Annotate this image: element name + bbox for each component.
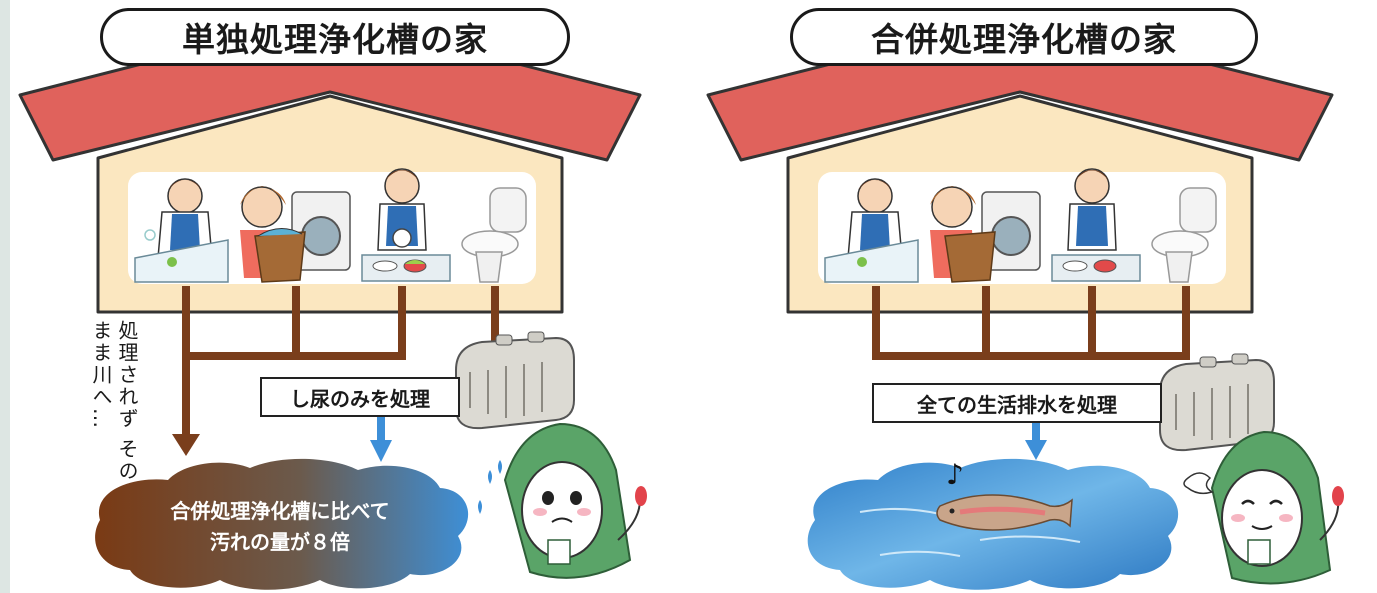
person-laundry <box>240 186 351 283</box>
right-house-title: 合併処理浄化槽の家 <box>790 8 1258 66</box>
right-process-label: 全ての生活排水を処理 <box>872 383 1162 423</box>
dirty-water-cloud <box>95 458 469 590</box>
blue-arrow-shaft-left <box>377 412 385 442</box>
water-ripples <box>859 507 1081 557</box>
untreated-note: 処理されず そのまま川へ… <box>89 320 139 483</box>
down-arrow-brown <box>172 434 200 456</box>
cloud-text-line1: 合併処理浄化槽に比べて <box>170 499 390 523</box>
right-house <box>706 14 1344 590</box>
person-laundry-right <box>930 186 1041 283</box>
left-process-label: し尿のみを処理 <box>260 377 460 417</box>
trout-fish <box>936 494 1073 531</box>
left-septic-tank <box>455 331 575 430</box>
music-note: ♪ <box>946 458 964 491</box>
left-house <box>18 14 647 590</box>
toilet <box>461 187 527 283</box>
left-house-title: 単独処理浄化槽の家 <box>100 8 570 66</box>
person-washing-dishes <box>361 168 451 282</box>
blue-arrow-shaft-right <box>1032 420 1040 442</box>
person-washing-dishes-right <box>1051 168 1141 282</box>
blue-arrow-head-left <box>370 440 392 462</box>
person-washing-hands <box>134 178 229 283</box>
blue-arrow-head-right <box>1025 440 1047 460</box>
right-septic-tank <box>1159 353 1275 452</box>
toilet-right <box>1151 187 1217 283</box>
right-drain-pipes <box>872 286 1190 360</box>
left-drain-pipes <box>182 286 499 442</box>
mascot-happy <box>1183 430 1344 585</box>
mascot-worried <box>478 422 647 579</box>
cloud-text-line2: 汚れの量が８倍 <box>210 530 350 554</box>
left-edge-band <box>0 0 10 593</box>
person-washing-hands-right <box>824 178 919 283</box>
